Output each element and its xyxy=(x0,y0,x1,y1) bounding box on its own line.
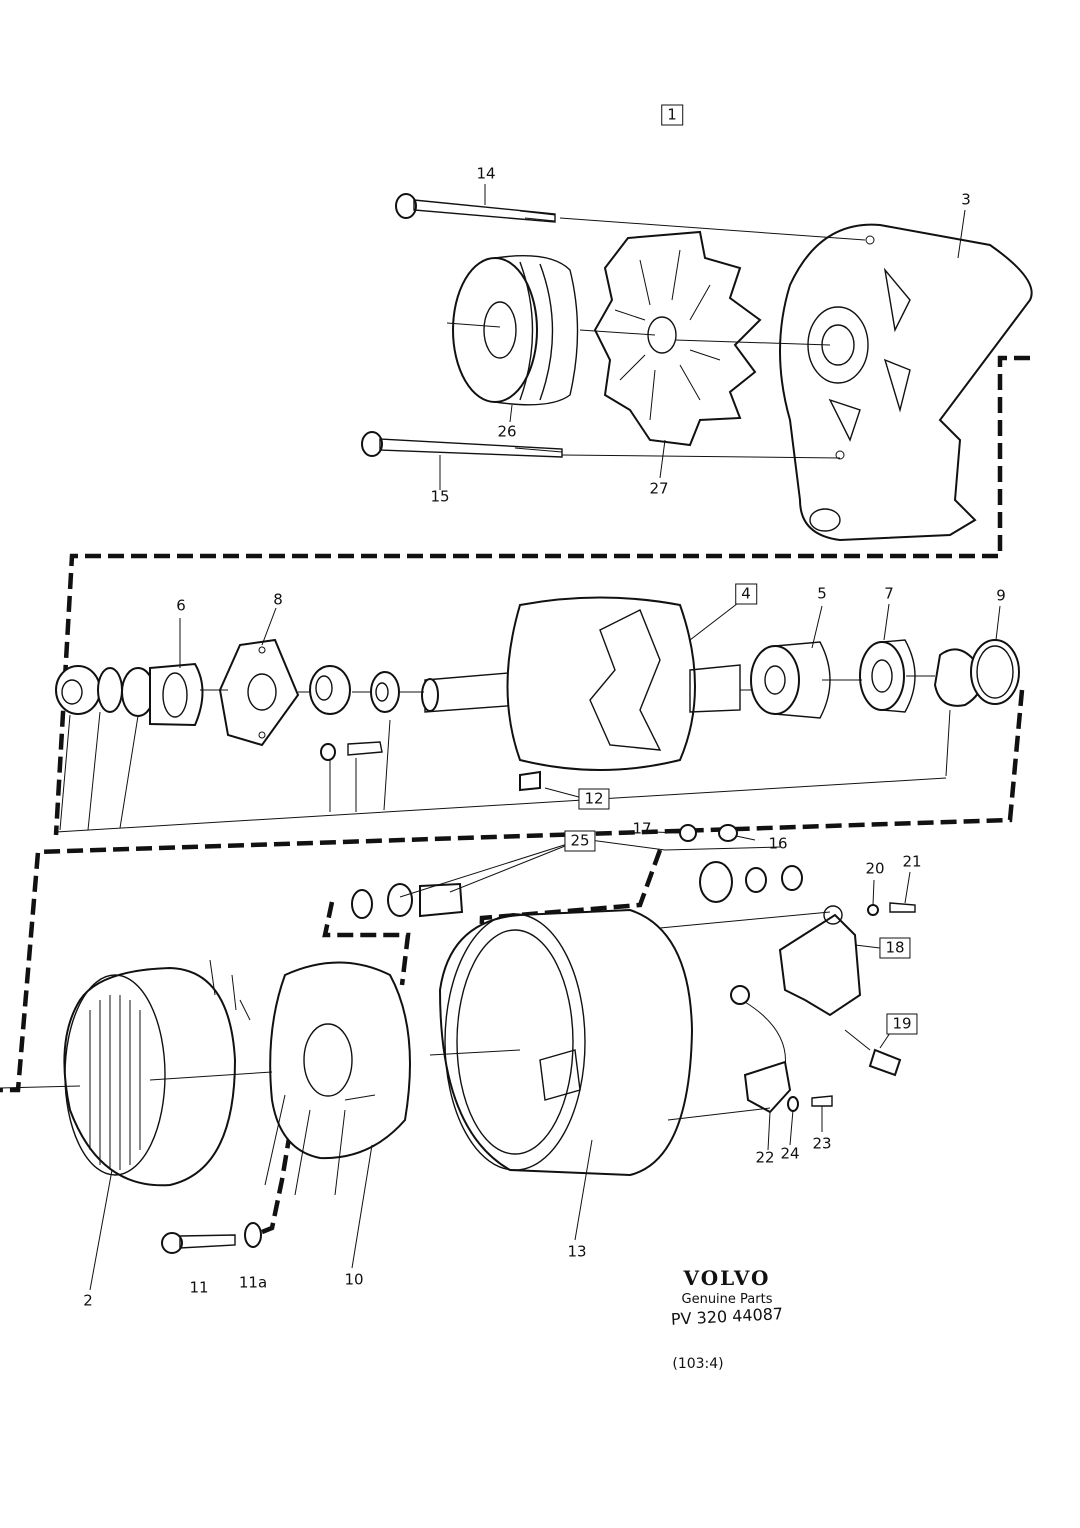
drive-end-shield xyxy=(779,223,1033,542)
group-border-screw xyxy=(261,1119,295,1235)
callout-15: 15 xyxy=(430,487,450,506)
bearing-and-sleeve xyxy=(750,639,916,719)
callout-5: 5 xyxy=(817,584,827,603)
nut-and-washers xyxy=(55,662,204,727)
stator xyxy=(63,959,251,1187)
callout-1: 1 xyxy=(661,104,683,126)
screw-11 xyxy=(161,1222,262,1254)
callout-9: 9 xyxy=(996,586,1006,605)
cooling-fan xyxy=(593,230,762,447)
group-border-top xyxy=(53,355,1030,836)
callout-7: 7 xyxy=(884,584,894,603)
callout-2: 2 xyxy=(83,1291,93,1310)
through-bolt-14 xyxy=(395,193,556,223)
callout-26: 26 xyxy=(497,422,517,441)
callout-19: 19 xyxy=(886,1013,918,1035)
capacitor xyxy=(730,985,833,1114)
genuine-parts-label: Genuine Parts xyxy=(681,1292,773,1307)
grommets-25 xyxy=(351,861,803,919)
callout-3: 3 xyxy=(961,190,971,209)
seal-rings xyxy=(933,639,1020,707)
callout-14: 14 xyxy=(476,164,496,183)
callout-12: 12 xyxy=(578,788,610,810)
callout-11: 11 xyxy=(189,1278,209,1297)
callout-17: 17 xyxy=(632,819,652,838)
callout-10: 10 xyxy=(344,1270,364,1289)
callout-6: 6 xyxy=(176,596,186,615)
callout-11a: 11a xyxy=(238,1273,268,1292)
callout-13: 13 xyxy=(567,1242,587,1261)
callout-4: 4 xyxy=(735,583,757,605)
voltage-regulator xyxy=(778,902,916,1017)
callout-24: 24 xyxy=(780,1144,800,1163)
housing xyxy=(438,908,694,1177)
small-screw-and-washer xyxy=(320,741,383,761)
part-number: PV 320 44087 xyxy=(670,1304,784,1329)
callout-21: 21 xyxy=(902,852,922,871)
pulley xyxy=(452,255,579,406)
callout-8: 8 xyxy=(273,590,283,609)
callout-23: 23 xyxy=(812,1134,832,1153)
group-border-grommets xyxy=(322,901,411,986)
through-bolt-15 xyxy=(361,431,563,458)
callout-20: 20 xyxy=(865,859,885,878)
group-border-middle xyxy=(0,689,1025,1093)
bearing-retainer-plate xyxy=(218,638,300,747)
callout-27: 27 xyxy=(649,479,669,498)
nut-16-and-washer-17 xyxy=(679,824,738,842)
callout-25: 25 xyxy=(564,830,596,852)
callout-18: 18 xyxy=(879,937,911,959)
callout-16: 16 xyxy=(768,834,788,853)
brush-and-spring xyxy=(844,1029,902,1077)
reference-code: (103:4) xyxy=(672,1356,724,1372)
volvo-logo: VOLVO xyxy=(683,1266,771,1290)
callout-22: 22 xyxy=(755,1148,775,1167)
rotor xyxy=(421,596,741,792)
spacer-and-washer xyxy=(309,665,400,715)
diode-plate xyxy=(264,961,411,1196)
volvo-brand-block: VOLVO Genuine Parts PV 320 44087 xyxy=(670,1266,784,1329)
leader-lines xyxy=(89,184,1001,1291)
